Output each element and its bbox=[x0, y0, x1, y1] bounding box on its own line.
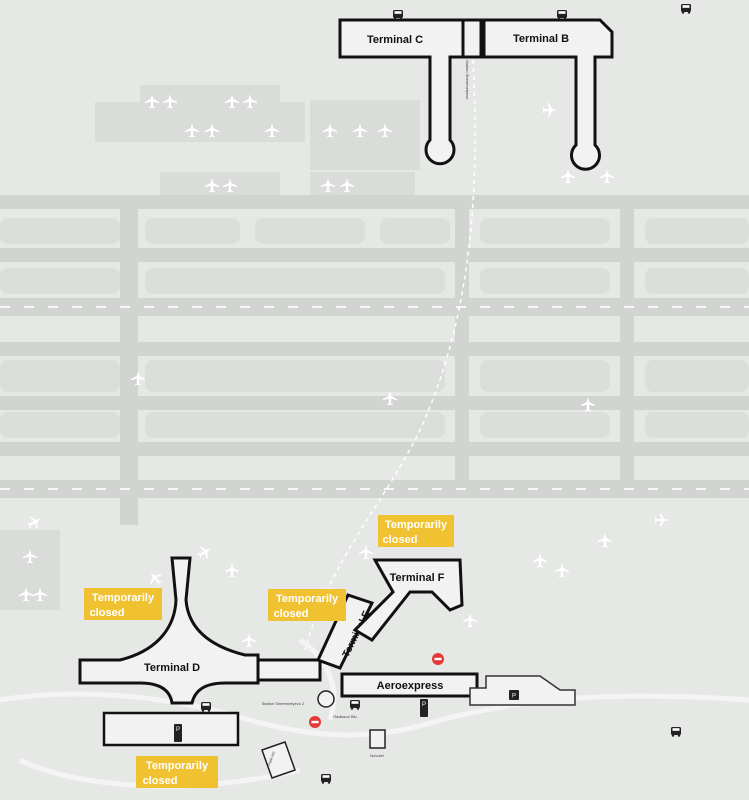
terminal-c-building[interactable] bbox=[338, 18, 483, 166]
terminal-e-building[interactable] bbox=[315, 593, 375, 670]
terminal-f-building[interactable] bbox=[352, 558, 464, 642]
svg-text:P: P bbox=[422, 702, 426, 708]
park-inn-label: Park Inn bbox=[266, 751, 276, 767]
parking-structure[interactable] bbox=[469, 675, 576, 706]
terminal-c-label: Terminal C bbox=[367, 34, 423, 46]
aeroexpress-station[interactable] bbox=[340, 672, 479, 698]
aeroexpress-label: Aeroexpress bbox=[377, 680, 444, 692]
novotel-label: Novotel bbox=[370, 753, 384, 758]
closed-notice-line2: closed bbox=[274, 608, 309, 620]
closed-notice-terminal-d-south: Temporarily closed bbox=[136, 756, 218, 788]
no-entry-icon bbox=[309, 716, 321, 728]
pads bbox=[0, 218, 749, 438]
parking-icon[interactable]: P bbox=[509, 690, 519, 700]
closed-notice-terminal-d-north: Temporarily closed bbox=[84, 588, 162, 620]
station-south-label: Station Sheremetyevo 2 bbox=[262, 701, 305, 706]
runway-marks bbox=[0, 306, 749, 490]
terminal-d-building[interactable] bbox=[78, 556, 322, 747]
parking-icon[interactable]: P bbox=[174, 724, 182, 742]
hotel-buildings bbox=[261, 690, 386, 779]
railway-line bbox=[304, 59, 476, 651]
terminal-b-building[interactable] bbox=[482, 18, 614, 171]
terminal-b-label: Terminal B bbox=[513, 33, 569, 45]
closed-notice-line1: Temporarily bbox=[146, 760, 209, 772]
taxiways bbox=[0, 195, 749, 525]
closed-notice-line2: closed bbox=[143, 775, 178, 787]
svg-text:P: P bbox=[512, 694, 516, 700]
no-entry-icon bbox=[432, 653, 444, 665]
parking-icon[interactable]: P bbox=[420, 699, 428, 717]
closed-notice-line1: Temporarily bbox=[276, 593, 339, 605]
closed-notice-line2: closed bbox=[383, 534, 418, 546]
svg-text:P: P bbox=[176, 727, 180, 733]
station-north-label: Station Sheremetyevo bbox=[465, 60, 470, 100]
terminal-d-label: Terminal D bbox=[144, 662, 200, 674]
closed-notice-line1: Temporarily bbox=[92, 592, 155, 604]
aprons bbox=[0, 85, 420, 610]
closed-notice-line1: Temporarily bbox=[385, 519, 448, 531]
closed-notice-terminal-d-east: Temporarily closed bbox=[268, 589, 346, 621]
closed-notice-terminal-e: Temporarily closed bbox=[378, 515, 454, 547]
radisson-label: Radisson Blu bbox=[333, 714, 357, 719]
terminal-f-label: Terminal F bbox=[390, 572, 445, 584]
closed-notice-line2: closed bbox=[90, 607, 125, 619]
parking-icons: P P P bbox=[174, 690, 519, 742]
